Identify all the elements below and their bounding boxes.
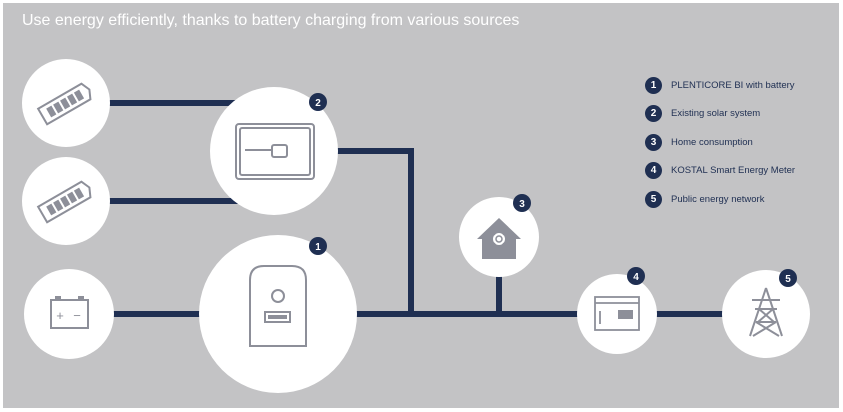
house-icon bbox=[477, 218, 521, 259]
node-solar-panel-top bbox=[22, 59, 110, 147]
connection-lines bbox=[95, 100, 735, 317]
solar-inverter-icon bbox=[235, 123, 315, 180]
line-inverter-to-bus bbox=[335, 148, 414, 314]
legend-badge: 3 bbox=[645, 133, 662, 151]
node-home: 3 bbox=[459, 194, 539, 277]
number-badge-label: 1 bbox=[315, 242, 321, 253]
node-circle bbox=[199, 235, 357, 393]
number-badge-label: 2 bbox=[315, 98, 321, 109]
number-badge bbox=[309, 237, 327, 255]
diagram-title: Use energy efficiently, thanks to batter… bbox=[22, 12, 520, 29]
node-energy-meter: 4 bbox=[577, 267, 657, 354]
node-solar-inverter: 2 bbox=[210, 87, 338, 215]
node-circle bbox=[577, 274, 657, 354]
node-battery: + − bbox=[24, 269, 114, 359]
legend-badge: 5 bbox=[645, 190, 662, 208]
battery-icon: + − bbox=[50, 296, 89, 329]
solar-panel-icon bbox=[36, 180, 92, 224]
node-grid: 5 bbox=[722, 269, 810, 358]
number-badge-label: 4 bbox=[633, 272, 639, 283]
legend-item: 3 Home consumption bbox=[645, 133, 795, 151]
number-badge-label: 3 bbox=[519, 199, 525, 210]
node-circle bbox=[210, 87, 338, 215]
legend-label: KOSTAL Smart Energy Meter bbox=[671, 165, 796, 177]
number-badge bbox=[779, 269, 797, 287]
legend-label: Existing solar system bbox=[671, 108, 761, 120]
number-badge bbox=[627, 267, 645, 285]
legend-label: Public energy network bbox=[671, 193, 765, 205]
number-badge-label: 5 bbox=[785, 274, 791, 285]
legend-badge: 4 bbox=[645, 162, 662, 180]
plenticore-inverter-icon bbox=[249, 265, 307, 347]
legend-item: 1 PLENTICORE BI with battery bbox=[645, 76, 795, 94]
node-circle bbox=[24, 269, 114, 359]
legend-item: 2 Existing solar system bbox=[645, 105, 795, 123]
solar-panel-icon bbox=[36, 82, 92, 126]
legend-badge: 2 bbox=[645, 105, 662, 123]
battery-minus-label: − bbox=[73, 308, 81, 323]
legend-label: Home consumption bbox=[671, 136, 753, 148]
node-solar-panel-bottom bbox=[22, 157, 110, 245]
number-badge bbox=[309, 93, 327, 111]
node-plenticore: 1 bbox=[199, 235, 357, 393]
power-pylon-icon bbox=[749, 287, 783, 337]
diagram-panel bbox=[3, 3, 839, 408]
legend-badge: 1 bbox=[645, 76, 662, 94]
legend: 1 PLENTICORE BI with battery 2 Existing … bbox=[645, 76, 795, 219]
battery-plus-label: + bbox=[56, 308, 64, 323]
number-badge bbox=[513, 194, 531, 212]
legend-item: 4 KOSTAL Smart Energy Meter bbox=[645, 162, 795, 180]
energy-meter-icon bbox=[594, 296, 640, 331]
legend-label: PLENTICORE BI with battery bbox=[671, 79, 795, 91]
legend-item: 5 Public energy network bbox=[645, 190, 795, 208]
